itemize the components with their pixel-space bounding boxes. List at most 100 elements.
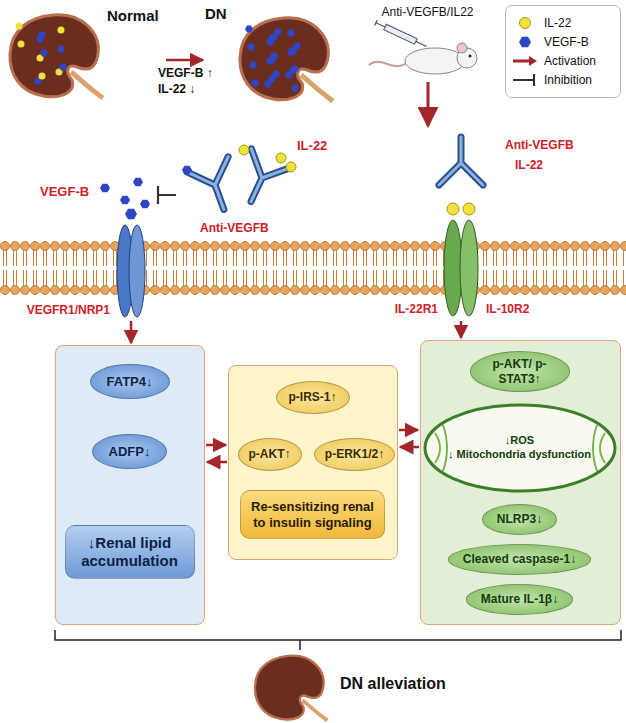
receptor-drawing: [112, 205, 150, 320]
vegfb-dot: [247, 44, 255, 51]
bracket: [55, 630, 621, 650]
antibody: [439, 137, 483, 185]
vegfb-molecule: [120, 196, 130, 205]
protein-ellipse: p-AKT↑: [238, 438, 302, 470]
kidney-outcome: DN alleviation: [250, 650, 470, 722]
node-label: DN alleviation: [340, 674, 446, 693]
antibody: [231, 149, 291, 211]
node-label: DN: [205, 5, 227, 23]
protein-ellipse: p-IRS-1↑: [276, 381, 350, 413]
legend-head: [529, 56, 537, 66]
kidney-drawing: [250, 652, 330, 722]
protein-name: p-AKT/ p-STAT3↑: [485, 357, 555, 386]
activation-arrow: [460, 321, 463, 338]
kidney-outline: [10, 15, 98, 97]
legend-swatch: [520, 18, 531, 29]
il22-dot: [58, 27, 65, 34]
il22-dot: [16, 23, 23, 30]
annotation-label: IL-22: [515, 158, 543, 172]
activation-arrow: [207, 461, 227, 464]
protein-name: Mature IL-1β↓: [481, 592, 558, 606]
legend-sample: [512, 35, 538, 49]
legend-text: Activation: [544, 53, 596, 69]
ureter: [71, 72, 103, 98]
annotation-label: IL-22 ↓: [158, 82, 195, 96]
insulin-panel: p-IRS-1↑ p-AKT↑ p-ERK1/2↑ Re-sensitizing re…: [228, 365, 398, 560]
vegfb-dot: [245, 26, 253, 33]
legend-text: Inhibition: [544, 72, 592, 88]
cell-membrane: [0, 240, 626, 296]
vegfb-dot: [291, 85, 299, 92]
protein-name: p-IRS-1↑: [289, 390, 337, 404]
mitochondrion: ↓ROS↓ Mitochondria dysfunction: [423, 403, 617, 493]
protein-ellipse: Mature IL-1β↓: [466, 584, 573, 614]
vegfb-dot: [40, 50, 48, 57]
outcome-text: Re-sensitizing renal to insulin signalin…: [249, 499, 376, 530]
receptor-drawing: [440, 200, 482, 320]
outcome-text: ↓Renal lipid accumulation: [74, 534, 186, 570]
node-label: IL-10R2: [486, 302, 529, 316]
kidney-outline: [255, 656, 324, 720]
protein-ellipse: ADFP↓: [92, 434, 168, 470]
activation-arrow: [130, 321, 133, 343]
activation-arrow: [400, 446, 419, 449]
legend-box: IL-22VEGF-B ActivationInhibition: [505, 5, 621, 98]
legend-text: IL-22: [544, 15, 571, 31]
annotation-label: IL-22: [297, 138, 327, 153]
protein-ellipse: Cleaved caspase-1↓: [448, 544, 591, 574]
node-label: VEGFR1/NRP1: [27, 303, 110, 317]
receptor-il22: IL-22R1IL-10R2: [440, 200, 482, 320]
il22-molecule: [239, 145, 249, 155]
vegfb-dot: [272, 71, 280, 78]
vegfb-molecule: [100, 184, 110, 193]
protein-ellipse: FATP4↓: [90, 364, 170, 400]
kidney-normal: Normal: [5, 5, 165, 100]
ureter: [301, 75, 333, 101]
legend-sample: [512, 16, 538, 30]
node-label: Normal: [107, 7, 159, 25]
vegfb-molecule: [133, 178, 143, 187]
vegfb-dot: [291, 66, 299, 73]
lipid-panel: FATP4↓ ADFP↓ ↓Renal lipid accumulation: [55, 345, 205, 625]
vegfb-molecule: [140, 200, 150, 209]
node-label: ↓ Mitochondria dysfunction: [448, 448, 591, 461]
annotation-label: Anti-VEGFB: [505, 138, 574, 152]
legend-sample: [512, 73, 538, 87]
protein-ellipse: p-ERK1/2↑: [314, 438, 395, 470]
legend-item: IL-22: [512, 15, 614, 31]
receptor-vegfr1: VEGFR1/NRP1: [112, 205, 150, 320]
protein-name: FATP4↓: [107, 374, 153, 390]
protein-name: p-ERK1/2↑: [325, 447, 384, 461]
kidney-dn: DN: [205, 5, 340, 105]
vegfb-dot: [251, 80, 259, 87]
protein-name: Cleaved caspase-1↓: [463, 552, 576, 566]
node-label: Anti-VEGFB/IL22: [355, 5, 500, 19]
ureter: [302, 700, 327, 720]
annotation-label: VEGF-B ↑: [158, 66, 213, 80]
node-label: IL-22R1: [395, 302, 438, 316]
protein-ellipse: NLRP3↓: [482, 504, 557, 534]
legend-swatch: [519, 37, 531, 47]
vegfb-dot: [36, 36, 44, 43]
legend-item: Activation: [512, 53, 614, 69]
vegfb-dot: [57, 46, 65, 53]
outcome-box: ↓Renal lipid accumulation: [65, 525, 195, 579]
il22-dot: [39, 73, 46, 80]
legend-item: VEGF-B: [512, 34, 614, 50]
vegfb-molecule: [182, 166, 192, 175]
kidney-outline: [240, 18, 328, 100]
annotation-label: Anti-VEGFB: [200, 221, 269, 235]
activation-arrow: [206, 444, 226, 447]
vegfb-dot: [293, 43, 301, 50]
il22-dot: [18, 41, 25, 48]
vegfb-dot: [249, 62, 257, 69]
protein-name: ADFP↓: [109, 444, 151, 460]
legend-line: [513, 60, 530, 63]
inhibition-symbol: [158, 186, 176, 204]
vegfb-dot: [59, 64, 67, 71]
node-label: ↓ROS: [505, 434, 534, 447]
il22-molecule: [276, 153, 286, 163]
outcome-box: Re-sensitizing renal to insulin signalin…: [240, 490, 385, 539]
legend-line: [513, 74, 534, 86]
